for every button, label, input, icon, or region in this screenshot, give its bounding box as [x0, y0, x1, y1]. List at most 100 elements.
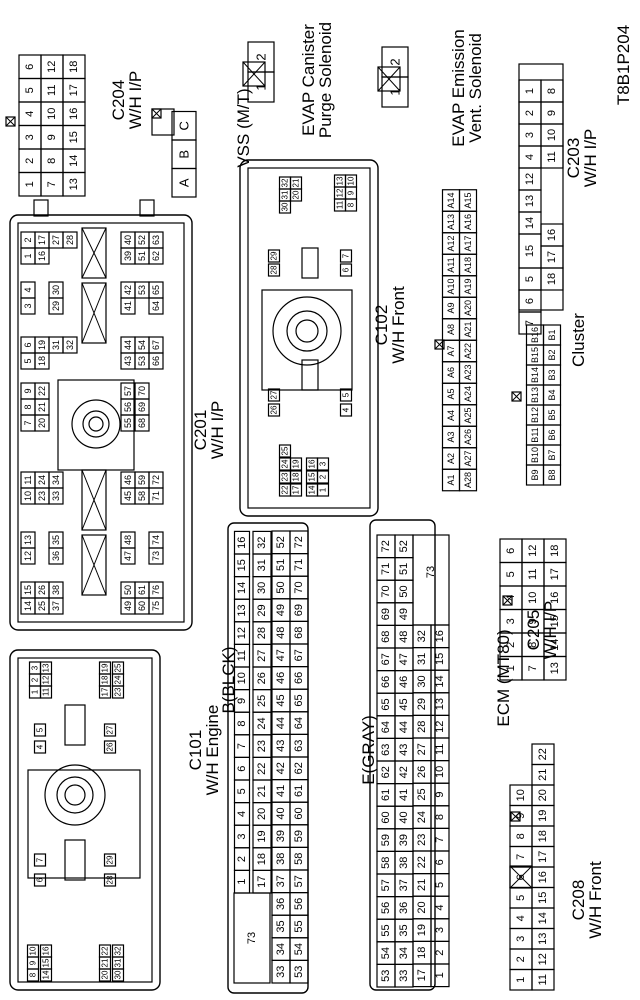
ecm-b-pin-61: 61: [293, 785, 305, 797]
c102-pin-16: 16: [308, 459, 317, 468]
c101-pin-7: 7: [36, 857, 45, 862]
c201-pin-36: 36: [51, 551, 61, 561]
ecm-b-pin-30: 30: [256, 582, 268, 594]
c101-pin-8: 8: [29, 972, 38, 977]
c201-pin-66-cell: [148, 352, 164, 370]
c101-pin-5-cell: [33, 723, 47, 737]
c102-pin-4-cell: [339, 403, 353, 417]
c205-pin-16: 16: [549, 592, 561, 604]
ecm-e-big-cell: [412, 534, 450, 626]
c201-pin-3-cell: [20, 297, 36, 315]
c102-housing: [239, 159, 379, 517]
ecm-e-pin-21: 21: [416, 879, 428, 891]
ecm-b-pin-18: 18: [256, 853, 268, 865]
c203-pin-15: 15: [524, 245, 536, 257]
cluster-pin-A23: A23: [463, 364, 473, 380]
c203-pin-17: 17: [546, 251, 558, 263]
cluster-pin-A27: A27: [463, 450, 473, 466]
ecm-b-pin-67: 67: [293, 649, 305, 661]
c201-pin-38: 38: [51, 585, 61, 595]
vss-pin-B: B: [177, 150, 192, 159]
c201-tab-top-right: [139, 199, 155, 217]
c204-pin-9: 9: [46, 134, 58, 140]
c205-pin-6: 6: [505, 548, 517, 554]
c102-pin-18: 18: [292, 472, 301, 481]
c208-pin-14: 14: [537, 912, 549, 924]
evap-purge-pin-2: 2: [254, 53, 269, 60]
c201-pin-50: 50: [123, 585, 133, 595]
c203-pin-11: 11: [546, 151, 558, 162]
c204-pin-4: 4: [24, 111, 36, 117]
cluster-pin-A24: A24: [463, 386, 473, 402]
c102-pin-32-cell: [278, 176, 292, 190]
c201-pin-43: 43: [123, 356, 133, 366]
c204-pin-6: 6: [24, 64, 36, 70]
cluster-pin-A22: A22: [463, 343, 473, 359]
ecm-b-pin-43: 43: [275, 740, 287, 752]
cluster-pin-B8: B8: [547, 469, 557, 480]
c201-key-top-1-cross: [81, 227, 107, 279]
c201-pin-18: 18: [37, 356, 47, 366]
cluster-pin-A19: A19: [463, 278, 473, 294]
ecm-b-pin-6: 6: [236, 766, 248, 772]
ecm-e-pin-12: 12: [434, 721, 446, 733]
cluster-pin-A11: A11: [446, 257, 456, 272]
ecm-e-pin-73: 73: [425, 566, 437, 578]
c201-inner: [17, 222, 185, 623]
c208-pin-12: 12: [537, 953, 549, 965]
c102-pin-19: 19: [292, 459, 301, 468]
c102-pin-11: 11: [336, 200, 345, 209]
c203-pin-7: 7: [524, 320, 536, 326]
ecm-b-pin-7: 7: [236, 743, 248, 749]
ecm-b-pin-24: 24: [256, 717, 268, 729]
ecm-b-pin-29: 29: [256, 604, 268, 616]
ecm-e-pin-7: 7: [434, 837, 446, 843]
c102-pin-6: 6: [342, 267, 351, 272]
ecm-e-pin-57: 57: [380, 879, 392, 891]
ecm-e-pin-33: 33: [398, 970, 410, 982]
c201-pin-62: 62: [151, 251, 161, 261]
cluster-b-lock-cross: [511, 391, 522, 402]
c201-pin-44: 44: [123, 340, 133, 350]
c201-pin-14: 14: [23, 601, 33, 611]
c204-pin-14: 14: [68, 155, 80, 167]
c208-pin-21: 21: [537, 769, 549, 781]
c201-pin-57: 57: [123, 386, 133, 396]
ecm-e-pin-13: 13: [434, 698, 446, 710]
c102-pin-27: 27: [270, 390, 279, 399]
ecm-b-pin-9: 9: [236, 698, 248, 704]
c101-pin-23: 23: [114, 687, 123, 696]
cluster-pin-B11: B11: [530, 427, 540, 442]
ecm-b-pin-60: 60: [293, 807, 305, 819]
c102-pin-21: 21: [292, 178, 301, 187]
c102-pin-26-cell: [267, 403, 281, 417]
c201-pin-56: 56: [123, 402, 133, 412]
ecm-e-pin-46: 46: [398, 676, 410, 688]
c102-inner: [247, 167, 371, 509]
cluster-pin-B9: B9: [530, 469, 540, 480]
ecm-b-pin-59: 59: [293, 830, 305, 842]
ecm-e-pin-60: 60: [380, 811, 392, 823]
c102-pin-28: 28: [270, 265, 279, 274]
ecm-e-pin-4: 4: [434, 904, 446, 910]
c201-key-bot-2-cross: [81, 534, 107, 596]
c208-pin-10: 10: [515, 789, 527, 801]
c208-pin-1: 1: [515, 977, 527, 983]
ecm-e-pin-26: 26: [416, 766, 428, 778]
vss-pin-C-cell: [171, 110, 197, 141]
cluster-pin-A8: A8: [446, 324, 456, 335]
c208-pin-2: 2: [515, 956, 527, 962]
ecm-e-pin-55: 55: [380, 924, 392, 936]
ecm-e-pin-16: 16: [434, 630, 446, 642]
cluster-pin-A3: A3: [446, 431, 456, 442]
c201-pin-25: 25: [37, 601, 47, 611]
c203-body: [518, 63, 564, 311]
c204-pin-16: 16: [68, 108, 80, 120]
ecm-e-pin-43: 43: [398, 744, 410, 756]
ecm-e-pin-29: 29: [416, 698, 428, 710]
cluster-pin-A20: A20: [463, 300, 473, 316]
c201-pin-37: 37: [51, 601, 61, 611]
c205-pin-9: 9: [527, 618, 539, 624]
ecm-e-pin-2: 2: [434, 950, 446, 956]
